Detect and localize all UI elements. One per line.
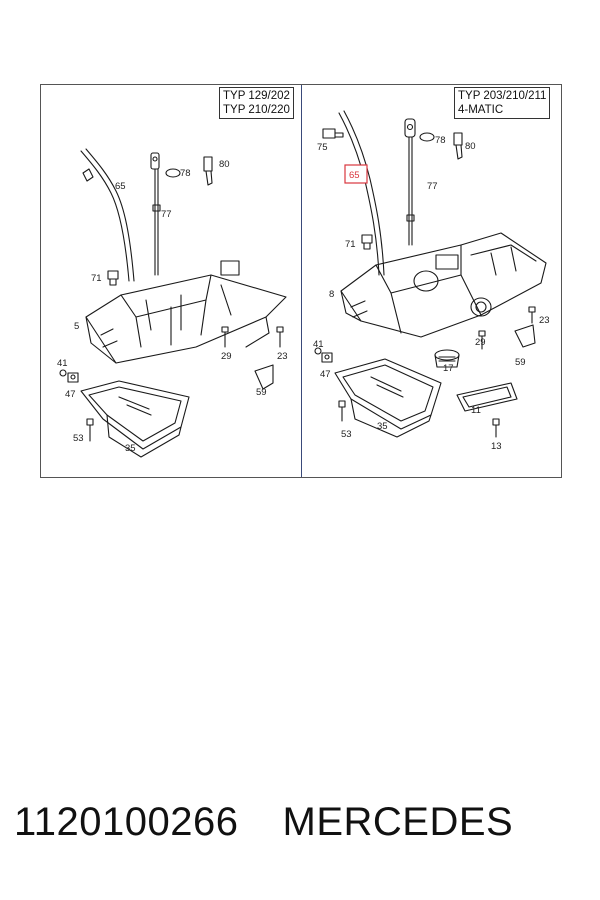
- left-drain-plug-shape: [107, 270, 119, 286]
- left-callout-5: 5: [74, 321, 79, 332]
- right-bolt-53-shape: [338, 400, 346, 422]
- left-callout-59: 59: [256, 387, 267, 398]
- left-callout-78: 78: [180, 168, 191, 179]
- right-callout-11: 11: [471, 405, 481, 416]
- left-drain-screw-47-shape: [67, 372, 79, 383]
- panel-divider: [301, 85, 302, 477]
- left-callout-29: 29: [221, 351, 232, 362]
- part-number: 1120100266: [14, 800, 239, 844]
- left-callout-41: 41: [57, 358, 68, 369]
- left-type-line-2: TYP 210/220: [223, 104, 290, 116]
- right-type-line-2: 4-MATIC: [458, 104, 504, 116]
- right-callout-75: 75: [317, 142, 328, 153]
- right-drain-screw-47-shape: [321, 352, 333, 363]
- left-dipstick-tube-shape: [80, 148, 135, 282]
- right-bolt-13-shape: [492, 418, 500, 438]
- left-type-label: TYP 129/202 TYP 210/220: [219, 87, 294, 119]
- left-oil-sensor-shape: [203, 156, 213, 186]
- right-dipstick-tube-shape: [338, 110, 385, 276]
- right-drain-plug-shape: [361, 234, 373, 250]
- left-callout-35: 35: [125, 443, 136, 454]
- left-callout-53: 53: [73, 433, 84, 444]
- left-callout-47: 47: [65, 389, 76, 400]
- right-callout-65: 65: [349, 170, 360, 181]
- left-washer-41-shape: [59, 369, 67, 377]
- left-seal-ring-shape: [165, 168, 181, 178]
- parts-diagram: TYP 129/202 TYP 210/220 TYP 203/210/211 …: [40, 84, 562, 478]
- right-dipstick-shape: [404, 118, 416, 246]
- left-dipstick-shape: [150, 152, 161, 276]
- right-callout-41: 41: [313, 339, 324, 350]
- left-gasket-59-shape: [254, 364, 274, 390]
- left-callout-65: 65: [115, 181, 126, 192]
- right-type-line-1: TYP 203/210/211: [458, 90, 547, 102]
- left-bolt-23-shape: [276, 326, 284, 348]
- right-seal-ring-shape: [419, 132, 435, 142]
- right-oil-sensor-shape: [453, 132, 463, 160]
- right-bolt-29-shape: [478, 330, 486, 350]
- brand-name: MERCEDES: [282, 800, 514, 844]
- left-type-line-1: TYP 129/202: [223, 90, 290, 102]
- left-callout-23: 23: [277, 351, 288, 362]
- right-callout-80: 80: [465, 141, 476, 152]
- caption: 1120100266 MERCEDES: [14, 800, 594, 845]
- diagram-drawing: 65 78 80 77 71 5 29 23 41 47 59 53 35 75 78 80 65 77 71 8 2…: [57, 110, 550, 458]
- right-callouts: 75 78 80 65 77 71 8 23 41 47 17 29 59 53 35 11 13: [313, 135, 550, 452]
- right-gasket-59-shape: [514, 324, 536, 348]
- highlight-box: [344, 164, 368, 184]
- right-callout-47: 47: [320, 369, 331, 380]
- right-callout-78: 78: [435, 135, 446, 146]
- right-washer-41-shape: [314, 347, 322, 355]
- left-callout-77: 77: [161, 209, 172, 220]
- right-callout-17: 17: [443, 363, 454, 374]
- right-cover-11-shape: [456, 382, 518, 412]
- right-callout-59: 59: [515, 357, 526, 368]
- right-callout-29: 29: [475, 337, 486, 348]
- left-callout-80: 80: [219, 159, 230, 170]
- right-callout-13: 13: [491, 441, 502, 452]
- right-callout-77: 77: [427, 181, 438, 192]
- left-upper-oil-pan-shape: [85, 260, 287, 364]
- right-bolt-75-shape: [322, 128, 344, 139]
- left-callouts: 65 78 80 77 71 5 29 23 41 47 59 53 35: [57, 159, 288, 454]
- right-callout-23: 23: [539, 315, 550, 326]
- right-upper-oil-pan-shape: [340, 232, 547, 338]
- right-callout-35: 35: [377, 421, 388, 432]
- left-bolt-29-shape: [221, 326, 229, 348]
- right-callout-53: 53: [341, 429, 352, 440]
- right-strainer-17-shape: [434, 349, 460, 368]
- right-type-label: TYP 203/210/211 4-MATIC: [454, 87, 551, 119]
- left-callout-71: 71: [91, 273, 102, 284]
- left-bolt-53-shape: [86, 418, 94, 442]
- left-lower-oil-pan-shape: [80, 380, 190, 458]
- right-callout-71: 71: [345, 239, 356, 250]
- right-bolt-23-shape: [528, 306, 536, 324]
- right-callout-8: 8: [329, 289, 334, 300]
- right-lower-oil-pan-shape: [334, 358, 442, 438]
